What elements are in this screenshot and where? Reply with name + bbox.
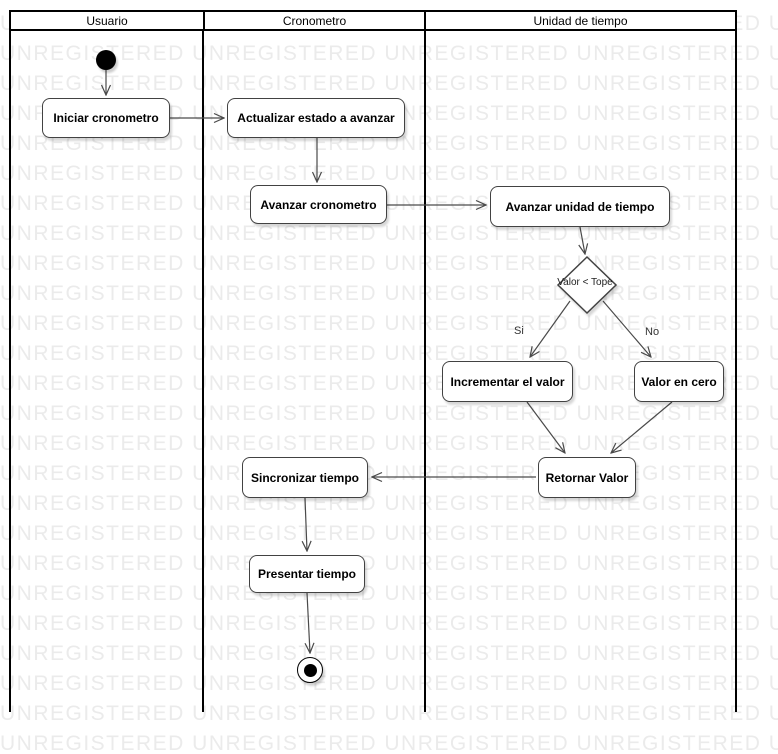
node-presentar-tiempo: Presentar tiempo — [249, 555, 365, 593]
edge-label-no: No — [645, 326, 660, 338]
node-avanzar-cronometro: Avanzar cronometro — [250, 185, 387, 224]
node-iniciar-cronometro: Iniciar cronometro — [42, 98, 170, 138]
watermark-text-row: UNREGISTERED UNREGISTERED UNREGISTERED U… — [0, 312, 778, 335]
watermark-text-row: UNREGISTERED UNREGISTERED UNREGISTERED U… — [0, 612, 778, 635]
swimlane-header-row: Usuario Cronometro Unidad de tiempo — [9, 10, 737, 31]
watermark-text-row: UNREGISTERED UNREGISTERED UNREGISTERED U… — [0, 642, 778, 665]
final-node-inner-dot — [303, 663, 317, 677]
edge-presentar-to-end — [307, 592, 310, 653]
final-node — [297, 657, 323, 683]
node-sincronizar-tiempo: Sincronizar tiempo — [242, 457, 368, 498]
watermark-text-row: UNREGISTERED UNREGISTERED UNREGISTERED U… — [0, 702, 778, 725]
edge-decision-si-to-incrementar — [530, 300, 571, 357]
watermark-text-row: UNREGISTERED UNREGISTERED UNREGISTERED U… — [0, 72, 778, 95]
watermark-text-row: UNREGISTERED UNREGISTERED UNREGISTERED U… — [0, 432, 778, 455]
watermark-text-row: UNREGISTERED UNREGISTERED UNREGISTERED U… — [0, 222, 778, 245]
lane-border-right — [735, 10, 737, 712]
lane-border-left — [9, 10, 11, 712]
lane-header-cronometro: Cronometro — [203, 12, 424, 29]
watermark-text-row: UNREGISTERED UNREGISTERED UNREGISTERED U… — [0, 732, 778, 754]
watermark-text-row: UNREGISTERED UNREGISTERED UNREGISTERED U… — [0, 372, 778, 395]
lane-divider-2 — [424, 10, 426, 712]
lane-divider-1 — [202, 10, 204, 712]
edge-avanzar-unidad-to-decision — [580, 226, 585, 254]
node-retornar-valor: Retornar Valor — [538, 457, 636, 498]
edge-label-si: Si — [514, 325, 524, 337]
watermark-text-row: UNREGISTERED UNREGISTERED UNREGISTERED U… — [0, 402, 778, 425]
watermark-text-row: UNREGISTERED UNREGISTERED UNREGISTERED U… — [0, 492, 778, 515]
watermark-text-row: UNREGISTERED UNREGISTERED UNREGISTERED U… — [0, 522, 778, 545]
watermark-text-row: UNREGISTERED UNREGISTERED UNREGISTERED U… — [0, 582, 778, 605]
watermark-text-row: UNREGISTERED UNREGISTERED UNREGISTERED U… — [0, 132, 778, 155]
decision-diamond — [556, 255, 618, 315]
lane-header-usuario: Usuario — [11, 12, 203, 29]
node-incrementar-el-valor: Incrementar el valor — [442, 361, 573, 402]
edge-valor-cero-to-retornar — [611, 401, 673, 453]
edge-decision-no-to-valor-cero — [602, 300, 651, 357]
watermark-text-row: UNREGISTERED UNREGISTERED UNREGISTERED U… — [0, 42, 778, 65]
node-valor-en-cero: Valor en cero — [634, 361, 724, 402]
watermark-text-row: UNREGISTERED UNREGISTERED UNREGISTERED U… — [0, 342, 778, 365]
initial-node — [96, 50, 116, 70]
watermark-text-row: UNREGISTERED UNREGISTERED UNREGISTERED U… — [0, 162, 778, 185]
edge-sincronizar-to-presentar — [305, 497, 307, 551]
lane-header-unidad-de-tiempo: Unidad de tiempo — [424, 12, 735, 29]
node-actualizar-estado-a-avanzar: Actualizar estado a avanzar — [227, 98, 405, 138]
node-avanzar-unidad-de-tiempo: Avanzar unidad de tiempo — [490, 186, 670, 227]
decision-condition-label: Valor < Tope — [557, 277, 613, 288]
watermark-text-row: UNREGISTERED UNREGISTERED UNREGISTERED U… — [0, 672, 778, 695]
edge-incrementar-to-retornar — [526, 401, 565, 453]
watermark-text-row: UNREGISTERED UNREGISTERED UNREGISTERED U… — [0, 552, 778, 575]
